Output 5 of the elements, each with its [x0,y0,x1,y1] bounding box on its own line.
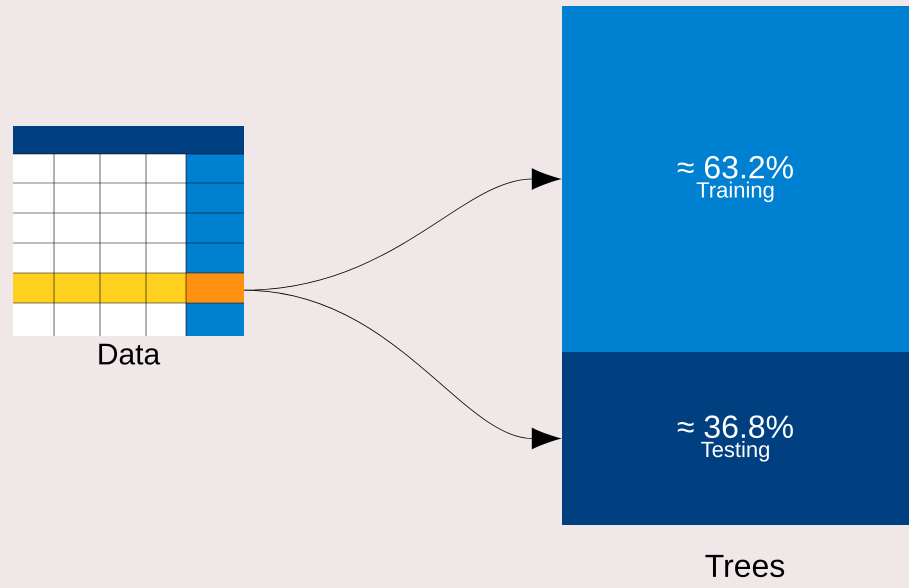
arrow [244,290,561,450]
group-label: Trees [705,554,784,578]
data-table: Data [99,344,160,365]
split-box: ≈ 63.2% Training [562,6,909,352]
split-box: ≈ 36.8% Testing [562,352,909,525]
